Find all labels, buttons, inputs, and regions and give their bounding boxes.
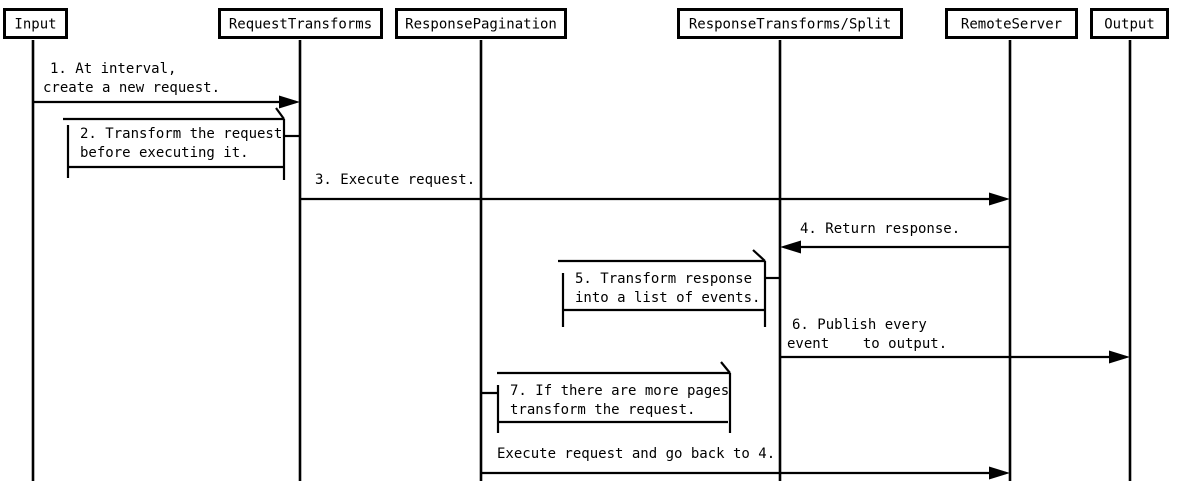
participant-box-output (1090, 8, 1169, 39)
message-7-label-line-2: transform the request. (510, 402, 695, 418)
message-6-label-line-1: 6. Publish every (792, 317, 927, 333)
message-3-arrowhead-icon (989, 192, 1010, 206)
participant-remote-server: RemoteServer (945, 8, 1078, 39)
participant-box-remote-server (945, 8, 1078, 39)
participant-response-transforms-split: ResponseTransforms/Split (677, 8, 903, 39)
participant-input: Input (3, 8, 68, 39)
participant-box-response-pagination (395, 8, 567, 39)
message-6: 6. Publish every event to output. (780, 317, 1130, 364)
message-5-curl (752, 249, 766, 262)
message-6-label-line-2: event to output. (787, 336, 947, 352)
participant-response-pagination: ResponsePagination (395, 8, 567, 39)
message-7-curl (720, 361, 731, 374)
message-1-label-line-1: 1. At interval, (50, 61, 176, 77)
message-2-label-line-1: 2. Transform the request (80, 126, 282, 142)
message-1: 1. At interval, create a new request. (33, 61, 300, 109)
message-7-label-line-1: 7. If there are more pages (510, 383, 729, 399)
message-1-label-line-2: create a new request. (43, 80, 220, 96)
message-1-arrowhead-icon (279, 95, 300, 109)
message-7-self: 7. If there are more pages transform the… (481, 361, 732, 433)
participant-label-request-transforms: RequestTransforms (229, 17, 372, 33)
message-3: 3. Execute request. (300, 172, 1010, 206)
message-8-label: Execute request and go back to 4. (497, 446, 775, 462)
message-8-arrowhead-icon (989, 466, 1010, 480)
message-4-arrowhead-icon (780, 240, 801, 254)
participant-label-response-pagination: ResponsePagination (405, 17, 557, 33)
message-2-curl (275, 107, 285, 120)
participant-label-output: Output (1104, 17, 1155, 33)
message-8: Execute request and go back to 4. (481, 446, 1010, 480)
participant-output: Output (1090, 8, 1169, 39)
message-2-self: 2. Transform the request before executin… (63, 107, 300, 180)
participant-label-remote-server: RemoteServer (961, 17, 1062, 33)
message-2-label-line-2: before executing it. (80, 145, 249, 161)
message-4: 4. Return response. (780, 221, 1010, 254)
participant-box-request-transforms (218, 8, 383, 39)
message-5-label-line-2: into a list of events. (575, 290, 760, 306)
participant-box-input (3, 8, 68, 39)
participant-label-response-transforms-split: ResponseTransforms/Split (689, 17, 891, 33)
participants: Input RequestTransforms ResponsePaginati… (3, 8, 1169, 39)
participant-request-transforms: RequestTransforms (218, 8, 383, 39)
message-5-self: 5. Transform response into a list of eve… (558, 249, 780, 327)
participant-box-response-transforms-split (677, 8, 903, 39)
message-4-label: 4. Return response. (800, 221, 960, 237)
message-5-label-line-1: 5. Transform response (575, 271, 752, 287)
participant-label-input: Input (14, 17, 56, 33)
message-3-label: 3. Execute request. (315, 172, 475, 188)
message-6-arrowhead-icon (1109, 350, 1130, 364)
lifelines (31, 40, 1132, 481)
